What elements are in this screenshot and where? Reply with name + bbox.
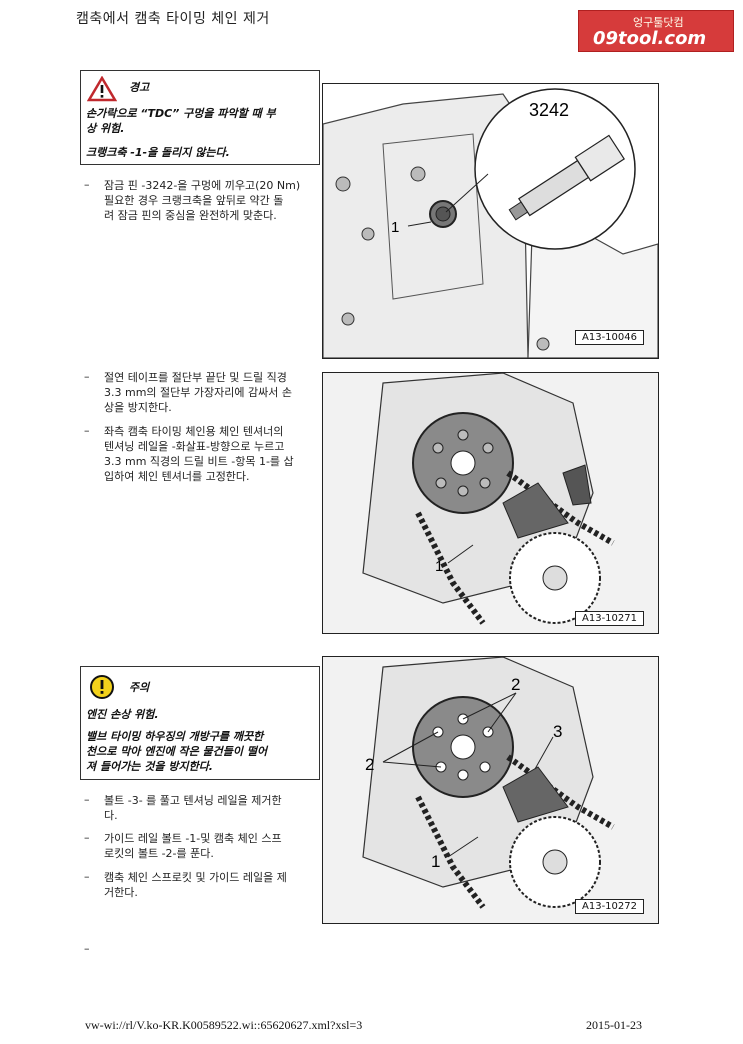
callout-1: 1: [391, 219, 399, 236]
figure-label: A13-10272: [575, 899, 644, 914]
step1-text-1: 잠금 핀 -3242-을 구멍에 끼우고(20 Nm): [104, 179, 301, 192]
step2-text-2: 3.3 mm의 절단부 가장자리에 감싸서 손: [104, 386, 292, 399]
caution-text-3: 천으로 막아 엔진에 작은 물건들이 떨어: [86, 745, 268, 758]
logo-text: 09tool.com: [593, 28, 707, 49]
step-dash: –: [84, 370, 90, 383]
callout-tool-3242: 3242: [529, 100, 569, 120]
caution-heading: 주의: [129, 681, 150, 694]
caution-icon: [90, 675, 114, 699]
figure-chain-tensioner: 1 A13-10271: [322, 372, 659, 634]
page-title: 캠축에서 캠축 타이밍 체인 제거: [76, 11, 270, 27]
footer-date: 2015-01-23: [586, 1018, 642, 1032]
step5-text-2: 로킷의 볼트 -2-를 푼다.: [104, 847, 214, 860]
step1-text-3: 려 잠금 핀의 중심을 완전하게 맞춘다.: [104, 209, 277, 222]
step1-text-2: 필요한 경우 크랭크축을 앞뒤로 약간 돌: [104, 194, 284, 207]
logo-subtitle: 엉구툴닷컴: [633, 16, 684, 29]
warning-heading: 경고: [129, 81, 150, 94]
callout-3: 3: [553, 722, 562, 741]
site-logo: 엉구툴닷컴 09tool.com: [578, 10, 734, 52]
step3-text-2: 텐셔닝 레일을 -화살표-방향으로 누르고: [104, 440, 285, 453]
step6-text-2: 거한다.: [104, 886, 138, 899]
warning-box: 경고 손가락으로 “TDC” 구멍을 파악할 때 부 상 위험. 크랭크축 -1…: [80, 70, 320, 165]
caution-text-4: 져 들어가는 것을 방지한다.: [86, 760, 213, 773]
footer-path: vw-wi://rl/V.ko-KR.K00589522.wi::6562062…: [85, 1018, 363, 1032]
step-dash: –: [84, 424, 90, 437]
step-dash: –: [84, 831, 90, 844]
callout-2-left: 2: [365, 755, 374, 774]
warning-icon: [87, 76, 117, 102]
figure-label: A13-10271: [575, 611, 644, 626]
step3-text-4: 입하여 체인 텐셔너를 고정한다.: [104, 470, 250, 483]
callout-2-top: 2: [511, 675, 520, 694]
caution-text-1: 엔진 손상 위험.: [86, 708, 159, 721]
caution-text-2: 밸브 타이밍 하우징의 개방구를 깨끗한: [86, 730, 264, 743]
warning-text-2: 상 위험.: [86, 122, 125, 135]
figure-label: A13-10046: [575, 330, 644, 345]
step3-text-1: 좌측 캠축 타이밍 체인용 체인 텐셔너의: [104, 425, 284, 438]
step6-text-1: 캠축 체인 스프로킷 및 가이드 레일을 제: [104, 871, 287, 884]
warning-text-3: 크랭크축 -1-을 돌리지 않는다.: [86, 146, 230, 159]
step-dash: –: [84, 942, 90, 955]
step2-text-3: 상을 방지한다.: [104, 401, 172, 414]
callout-1: 1: [435, 558, 443, 575]
warning-text-1: 손가락으로 “TDC” 구멍을 파악할 때 부: [86, 107, 276, 120]
caution-box: 주의 엔진 손상 위험. 밸브 타이밍 하우징의 개방구를 깨끗한 천으로 막아…: [80, 666, 320, 780]
figure-locking-pin: 3242 1 A13-10046: [322, 83, 659, 359]
step-dash: –: [84, 870, 90, 883]
step3-text-3: 3.3 mm 직경의 드릴 비트 -항목 1-를 삽: [104, 455, 294, 468]
step2-text-1: 절연 테이프를 절단부 끝단 및 드릴 직경: [104, 371, 287, 384]
step4-text-1: 볼트 -3- 를 풀고 텐셔닝 레일을 제거한: [104, 794, 282, 807]
step-dash: –: [84, 178, 90, 191]
step5-text-1: 가이드 레일 볼트 -1-및 캠축 체인 스프: [104, 832, 282, 845]
step-dash: –: [84, 793, 90, 806]
step4-text-2: 다.: [104, 809, 118, 822]
figure-sprocket-removal: 2 2 3 1 A13-10272: [322, 656, 659, 924]
callout-1: 1: [431, 852, 440, 871]
